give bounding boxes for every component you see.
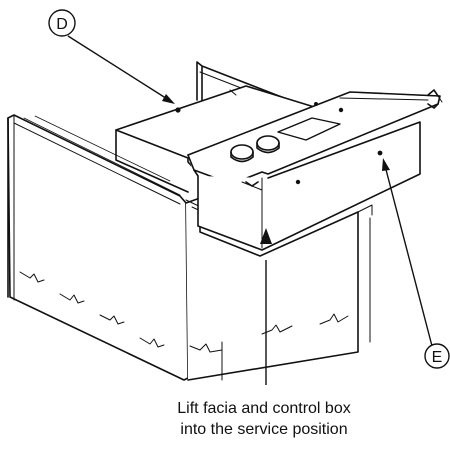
callout-d: D (48, 9, 76, 37)
caption-line-2: into the service position (180, 421, 347, 438)
callout-d-letter: D (56, 16, 68, 33)
lift-arrow-head (260, 228, 272, 244)
caption-line-1: Lift facia and control box (177, 400, 350, 417)
callout-e: E (424, 343, 450, 369)
leader-lines (67, 35, 433, 385)
callout-e-leader (383, 161, 433, 347)
callout-d-arrowhead (162, 94, 175, 104)
boiler-casing-drawing (7, 61, 443, 381)
callout-e-letter: E (432, 349, 443, 366)
arrow-heads (162, 94, 390, 244)
caption: Lift facia and control box into the serv… (177, 400, 350, 438)
callout-d-leader (67, 35, 173, 103)
callout-e-arrowhead (382, 158, 390, 171)
